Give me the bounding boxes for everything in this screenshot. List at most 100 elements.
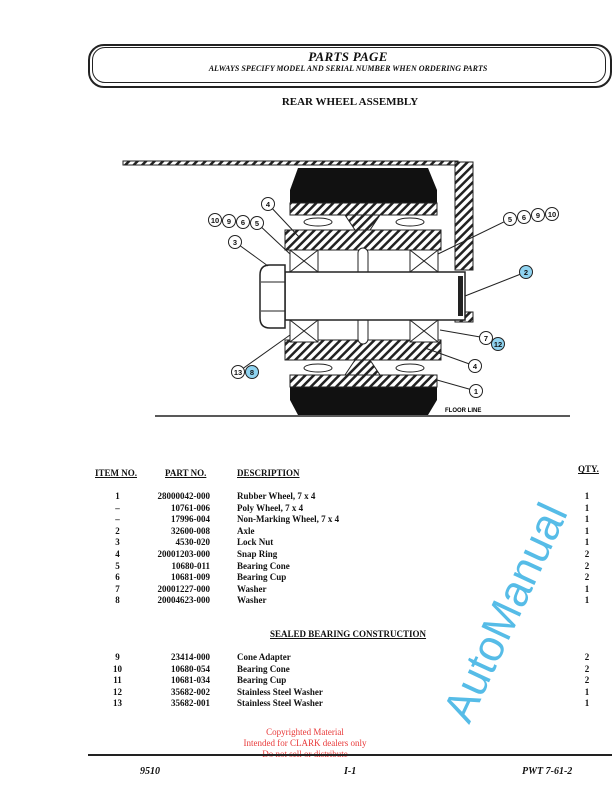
callout-circle	[222, 214, 236, 228]
copyright-line: Copyrighted Material	[266, 727, 344, 737]
item-no: 7	[115, 583, 120, 594]
quantity: 2	[584, 549, 590, 559]
item-no: 9	[115, 652, 120, 662]
callout-number: 10	[211, 216, 219, 225]
floor-line-label: FLOOR LINE	[445, 408, 481, 414]
part-no: 10681-009	[171, 572, 210, 583]
callout-number: 5	[255, 219, 259, 228]
item-no: 12	[113, 686, 122, 697]
item-no: 2	[115, 525, 120, 536]
callout-circle	[503, 212, 517, 226]
callout-circle	[250, 216, 264, 230]
description: Lock Nut	[237, 537, 274, 548]
item-no: –	[115, 502, 120, 513]
tire	[290, 168, 437, 415]
lock-nut	[259, 264, 286, 329]
quantity: 1	[584, 583, 590, 594]
quantity: 2	[584, 663, 590, 674]
leader-line	[267, 203, 301, 239]
part-no: 28000042-000	[157, 491, 211, 501]
callout-number: 9	[227, 217, 231, 226]
callout-number: 3	[233, 238, 237, 247]
description: Bearing Cup	[237, 572, 287, 583]
quantity: 1	[584, 537, 590, 548]
callout-number: 9	[536, 211, 540, 220]
description: Poly Wheel, 7 x 4	[237, 502, 304, 513]
part-no: 35682-001	[171, 698, 210, 709]
part-no: 20001203-000	[157, 549, 211, 559]
callout-circle	[469, 384, 483, 398]
callout-number: 12	[494, 340, 502, 349]
part-no: 23414-000	[171, 652, 210, 662]
callout-circle	[479, 331, 493, 345]
description: Washer	[237, 583, 267, 594]
callout-number: 10	[548, 210, 556, 219]
quantity: 2	[584, 560, 590, 571]
part-no: 10680-054	[171, 663, 210, 674]
callout-circle	[519, 265, 533, 279]
description: Snap Ring	[237, 549, 278, 559]
description: Washer	[237, 595, 267, 606]
leader-line	[256, 222, 291, 255]
quantity: 1	[584, 502, 590, 513]
callout-circle	[245, 365, 259, 379]
footer-right: PWT 7-61-2	[522, 766, 573, 777]
quantity: 1	[584, 686, 590, 697]
footer-left: 9510	[140, 766, 160, 777]
part-no: 20001227-000	[157, 583, 211, 594]
leader-line	[437, 218, 511, 255]
callout-circle	[517, 210, 531, 224]
quantity: 1	[584, 525, 590, 536]
callout-circle	[231, 365, 245, 379]
header-frame-inner	[92, 47, 606, 83]
table-row: 7 20001227-000 Washer 1	[0, 584, 612, 595]
table-row: 4 20001203-000 Snap Ring 2	[0, 549, 612, 560]
sealed-bearing-title: SEALED BEARING CONSTRUCTION	[270, 629, 427, 639]
part-no: 4530-020	[175, 537, 211, 548]
page-number: I-1	[344, 766, 357, 777]
callout-number: 4	[473, 362, 478, 371]
col-part-no: PART NO.	[165, 468, 207, 478]
description: Stainless Steel Washer	[237, 698, 323, 709]
part-no: 20004623-000	[157, 595, 211, 606]
page-title: PARTS PAGE	[308, 49, 388, 64]
col-qty: QTY.	[578, 464, 599, 474]
quantity: 2	[584, 675, 590, 686]
wheel-hub	[284, 202, 442, 388]
callout-circle	[228, 235, 242, 249]
quantity: 1	[584, 698, 590, 709]
description: Cone Adapter	[237, 652, 291, 662]
item-no: –	[115, 514, 120, 525]
callout-circle	[491, 337, 505, 351]
description: Axle	[237, 525, 255, 536]
callout-number: 5	[508, 215, 512, 224]
callout-number: 13	[234, 368, 242, 377]
page-subtitle: ALWAYS SPECIFY MODEL AND SERIAL NUMBER W…	[208, 64, 488, 73]
item-no: 11	[113, 675, 122, 686]
callout-circle	[468, 359, 482, 373]
description: Bearing Cone	[237, 560, 290, 571]
item-no: 13	[113, 698, 122, 709]
description: Non-Marking Wheel, 7 x 4	[237, 514, 340, 525]
quantity: 1	[584, 514, 590, 525]
callout-circle	[545, 207, 559, 221]
item-no: 1	[115, 491, 120, 501]
quantity: 2	[584, 652, 590, 662]
item-no: 6	[115, 572, 120, 583]
table-row: 9 23414-000 Cone Adapter 2	[0, 652, 612, 663]
footer-rule	[88, 754, 612, 756]
callout-number: 6	[241, 218, 245, 227]
item-no: 4	[115, 549, 120, 559]
callout-number: 1	[474, 387, 478, 396]
leader-line	[424, 347, 476, 367]
leader-line	[439, 329, 487, 339]
